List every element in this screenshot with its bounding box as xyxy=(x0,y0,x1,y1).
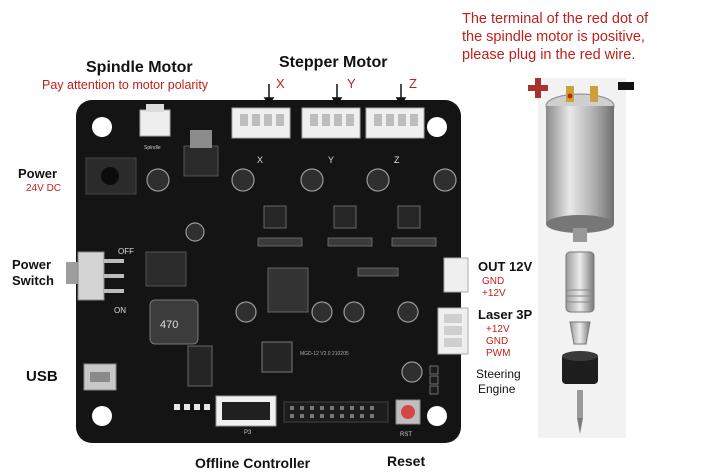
minus-marker xyxy=(618,82,634,90)
dc-jack-hole xyxy=(101,167,119,185)
reset-button xyxy=(395,399,421,425)
collet-chuck xyxy=(565,251,595,313)
driver-chip-x xyxy=(263,205,287,229)
version-silk: MGD-12 V2.0 210205 xyxy=(300,351,349,357)
polarity-note: Pay attention to motor polarity xyxy=(42,78,209,92)
switch-on-silk: ON xyxy=(114,306,126,315)
driver-chip-z xyxy=(397,205,421,229)
engraving-bit xyxy=(577,390,583,418)
laser-label: Laser 3P xyxy=(478,307,533,322)
capacitors xyxy=(146,168,457,383)
power-voltage: 24V DC xyxy=(26,183,62,194)
engraving-bit-tip xyxy=(577,418,583,434)
power-switch xyxy=(77,251,105,301)
polarity-instruction-3: please plug in the red wire. xyxy=(462,47,636,63)
spindle-silk: Spindle xyxy=(144,145,161,151)
steering-engine-label-2: Engine xyxy=(478,382,516,396)
plus-marker xyxy=(528,78,548,98)
inductor xyxy=(149,299,199,345)
collet-nut xyxy=(562,354,598,384)
rst-silk: RST xyxy=(400,432,412,438)
out12-label: OUT 12V xyxy=(478,259,533,274)
silk-x: X xyxy=(257,155,263,165)
collet-nut-top xyxy=(562,351,598,361)
motor-body xyxy=(546,106,614,224)
power-switch-label-1: Power xyxy=(12,257,52,272)
reset-label: Reset xyxy=(387,453,426,469)
spindle-connector xyxy=(139,109,171,137)
steering-engine-label-1: Steering xyxy=(476,367,521,381)
stepper-arrows xyxy=(263,84,407,106)
silk-z: Z xyxy=(394,155,400,165)
offline-controller-label: Offline Controller xyxy=(195,455,311,471)
spindle-motor-label: Spindle Motor xyxy=(86,59,193,76)
regulator xyxy=(183,145,219,177)
mount-hole xyxy=(427,117,447,137)
polarity-instruction-2: the spindle motor is positive, xyxy=(462,29,645,45)
motor-bottom xyxy=(546,215,614,233)
mount-hole xyxy=(427,406,447,426)
laser-pwm: PWM xyxy=(486,348,511,359)
collet xyxy=(569,321,591,345)
usb-chip xyxy=(187,345,213,387)
inductor-silk: 470 xyxy=(160,319,178,331)
servo-pins xyxy=(429,365,439,395)
driver-chip-y xyxy=(333,205,357,229)
out12-connector xyxy=(443,257,469,293)
small-components xyxy=(174,404,210,410)
silk-y: Y xyxy=(328,155,334,165)
power-ic xyxy=(267,267,309,313)
laser-plus: +12V xyxy=(486,324,510,335)
laser-gnd: GND xyxy=(486,336,509,347)
axis-z-label: Z xyxy=(409,76,417,91)
switch-lever xyxy=(66,262,78,284)
axis-y-label: Y xyxy=(347,76,356,91)
stepper-motor-label: Stepper Motor xyxy=(279,54,388,71)
mount-hole xyxy=(92,406,112,426)
microcontroller xyxy=(261,341,293,373)
power-label: Power xyxy=(18,166,58,181)
resistor-network xyxy=(257,237,437,277)
power-switch-label-2: Switch xyxy=(12,273,54,288)
switch-off-silk: OFF xyxy=(118,247,134,256)
spindle-connector-top xyxy=(146,104,164,112)
usb-port-inner xyxy=(90,372,110,382)
red-dot xyxy=(567,93,573,99)
axis-x-label: X xyxy=(276,76,285,91)
out12-plus: +12V xyxy=(482,288,506,299)
out12-gnd: GND xyxy=(482,276,505,287)
regulator-tab xyxy=(190,130,212,148)
reset-button-cap xyxy=(401,405,415,419)
polarity-instruction-1: The terminal of the red dot of xyxy=(462,11,649,27)
mount-hole xyxy=(92,117,112,137)
mosfet xyxy=(145,251,187,287)
p3-silk: P3 xyxy=(244,430,252,436)
usb-label: USB xyxy=(26,368,58,385)
header-pins xyxy=(290,406,374,418)
terminal-negative xyxy=(590,86,598,102)
switch-pins xyxy=(104,259,124,293)
offline-controller-socket xyxy=(222,402,270,420)
motor-shaft xyxy=(573,228,587,242)
chuck-threads xyxy=(566,289,594,303)
